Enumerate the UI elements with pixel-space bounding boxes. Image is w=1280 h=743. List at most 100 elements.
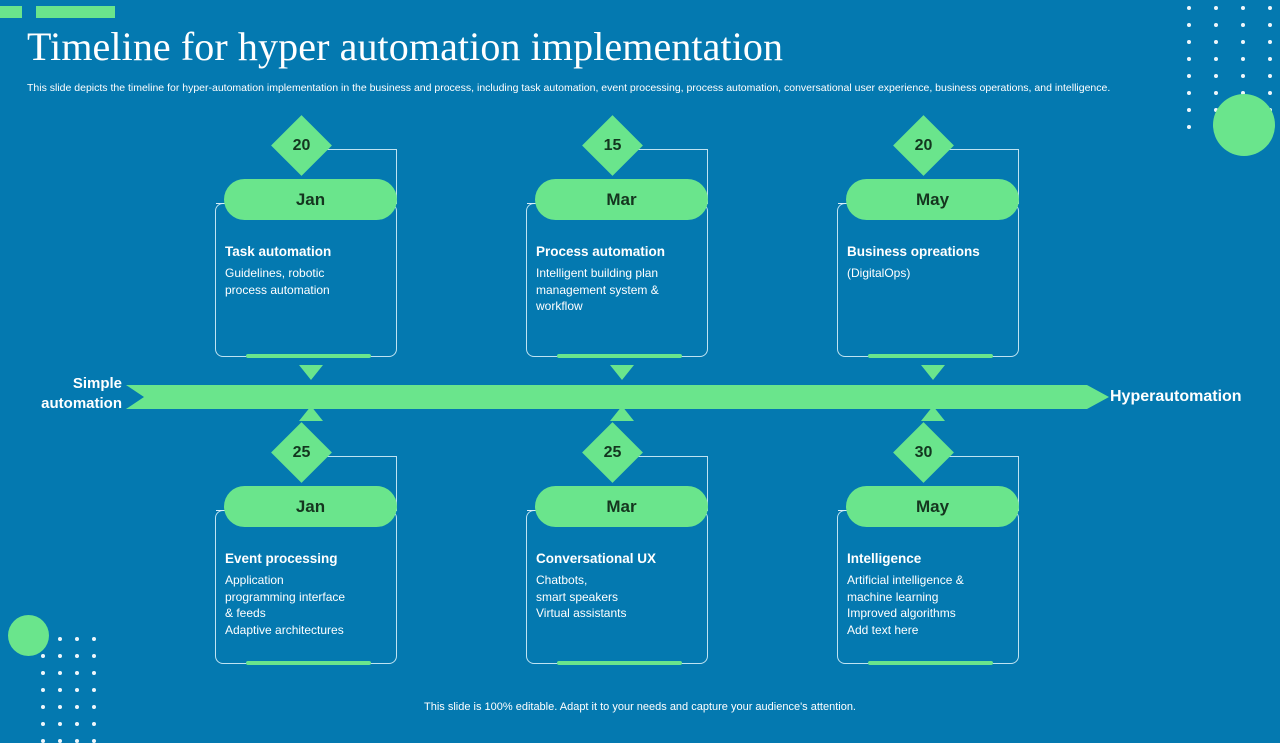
decoration-dot (75, 722, 79, 726)
decoration-dot (75, 637, 79, 641)
decoration-dot (1214, 74, 1218, 78)
decoration-dot (1187, 91, 1191, 95)
arrow-down-icon (299, 365, 323, 380)
decoration-dot (41, 739, 45, 743)
footer-note: This slide is 100% editable. Adapt it to… (424, 701, 856, 713)
decoration-dot (92, 722, 96, 726)
decoration-dot (1187, 57, 1191, 61)
accent-bar-icon-large (36, 6, 115, 18)
connector-line-vertical (707, 149, 708, 204)
decoration-dot (1187, 74, 1191, 78)
decoration-dot (1241, 74, 1245, 78)
arrow-down-icon (921, 365, 945, 380)
connector-line-horizontal (326, 456, 397, 457)
decoration-dot (1268, 57, 1272, 61)
card-heading: Process automation (536, 244, 666, 259)
decoration-dot (1214, 6, 1218, 10)
decoration-dot (1187, 108, 1191, 112)
decoration-dot (92, 637, 96, 641)
decoration-dot (1241, 91, 1245, 95)
day-number: 15 (603, 136, 622, 154)
decoration-dot (92, 688, 96, 692)
decoration-dot (92, 705, 96, 709)
card-heading: Task automation (225, 244, 332, 259)
page-subtitle: This slide depicts the timeline for hype… (27, 82, 1111, 94)
month-pill: Mar (535, 179, 708, 220)
timeline-bar (126, 385, 1109, 409)
page-title: Timeline for hyper automation implementa… (27, 24, 784, 69)
card-heading: Event processing (225, 551, 338, 566)
decoration-dot (1241, 40, 1245, 44)
decoration-dot (1187, 40, 1191, 44)
card-heading: Conversational UX (536, 551, 657, 566)
decoration-dot (92, 671, 96, 675)
decoration-dot (1268, 40, 1272, 44)
card-body: Application programming interface & feed… (225, 573, 346, 637)
card-accent-line (868, 661, 993, 665)
card-heading: Business opreations (847, 244, 980, 259)
decoration-dot (41, 705, 45, 709)
month-pill: May (846, 179, 1019, 220)
day-number: 20 (914, 136, 933, 154)
decoration-dot (41, 722, 45, 726)
connector-line-horizontal (637, 456, 708, 457)
connector-line-horizontal (948, 456, 1019, 457)
month-pill: Jan (224, 179, 397, 220)
decoration-dot (1268, 91, 1272, 95)
arrow-up-icon (299, 406, 323, 421)
card-body: (DigitalOps) (847, 266, 911, 280)
card-body: Artificial intelligence & machine learni… (847, 573, 964, 637)
card-body: Chatbots, smart speakers Virtual assista… (536, 573, 627, 620)
decoration-dot (58, 705, 62, 709)
decoration-dot (1268, 6, 1272, 10)
card-accent-line (557, 661, 682, 665)
card-accent-line (557, 354, 682, 358)
decoration-dot (75, 654, 79, 658)
connector-line-vertical (396, 149, 397, 204)
arrow-up-icon (610, 406, 634, 421)
card-accent-line (868, 354, 993, 358)
decoration-dot (75, 671, 79, 675)
arrow-down-icon (610, 365, 634, 380)
decoration-dot (58, 739, 62, 743)
decoration-dot (92, 654, 96, 658)
decoration-dot (92, 739, 96, 743)
card-body: Guidelines, robotic process automation (225, 266, 330, 297)
slide-canvas: Timeline for hyper automation implementa… (0, 6, 1275, 743)
decoration-dot (1214, 57, 1218, 61)
decoration-dot (1214, 23, 1218, 27)
decoration-dot (58, 654, 62, 658)
circle-decoration-icon-bottom-left (8, 615, 49, 656)
connector-line-horizontal (948, 149, 1019, 150)
connector-line-vertical (707, 456, 708, 511)
decoration-dot (58, 671, 62, 675)
card-body: Intelligent building plan management sys… (536, 266, 659, 313)
decoration-dot (1268, 23, 1272, 27)
connector-line-vertical (396, 456, 397, 511)
card-heading: Intelligence (847, 551, 922, 566)
day-number: 25 (603, 443, 622, 461)
decoration-dot (1268, 74, 1272, 78)
arrow-up-icon (921, 406, 945, 421)
connector-line-vertical (1018, 456, 1019, 511)
card-accent-line (246, 354, 371, 358)
connector-line-horizontal (637, 149, 708, 150)
month-pill: May (846, 486, 1019, 527)
decoration-dot (1187, 125, 1191, 129)
card-accent-line (246, 661, 371, 665)
decoration-dot (41, 654, 45, 658)
timeline-end-label: Hyperautomation (1110, 388, 1242, 405)
circle-decoration-icon-top-right (1213, 94, 1275, 156)
decoration-dot (58, 637, 62, 641)
decoration-dot (1241, 57, 1245, 61)
decoration-dot (58, 722, 62, 726)
decoration-dot (75, 705, 79, 709)
timeline-start-label: Simple automation (41, 375, 122, 412)
decoration-dot (1187, 23, 1191, 27)
connector-line-horizontal (326, 149, 397, 150)
decoration-dot (1241, 23, 1245, 27)
month-pill: Jan (224, 486, 397, 527)
decoration-dot (75, 688, 79, 692)
month-pill: Mar (535, 486, 708, 527)
day-number: 30 (914, 443, 933, 461)
